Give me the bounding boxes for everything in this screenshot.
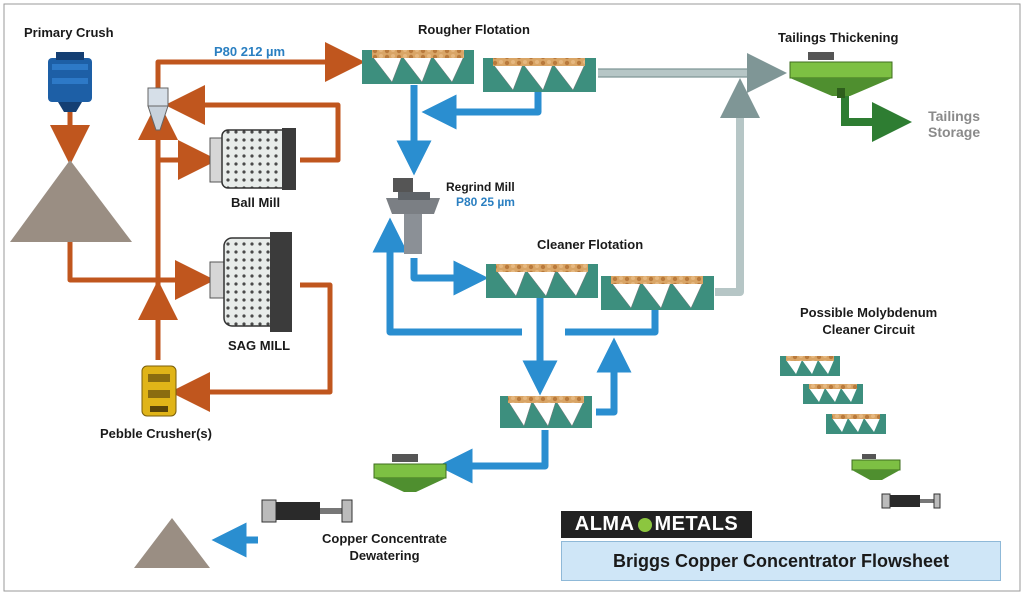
flow-cleaner2-down [565,310,659,336]
cleaner-cell-2 [601,276,714,310]
flowsheet-title: Briggs Copper Concentrator Flowsheet [612,550,950,571]
ball-mill-icon [209,128,296,190]
label-ball-mill: Ball Mill [231,195,281,210]
concentrate-thickener-icon [373,454,447,492]
crush-flow-lines [50,42,365,412]
label-copper-concentrate: Copper Concentrate Dewatering [322,531,447,563]
cyclone-icon [147,87,169,131]
filter-press-icon [261,499,353,523]
flow-ballmill-return [165,85,341,163]
flow-pebble-loop [170,282,333,412]
flow-rougher2-to-rougher [421,92,542,130]
moly-cell-3 [826,414,886,434]
label-sag-mill: SAG MILL [228,338,291,353]
label-possible-moly: Possible Molybdenum Cleaner Circuit [800,305,938,337]
moly-thickener-icon [851,454,901,480]
flow-cyclone-to-rougher [155,42,365,90]
flow-cyclone-to-ballmill [155,130,218,180]
label-regrind-mill: Regrind Mill [446,180,515,194]
label-cleaner-flotation: Cleaner Flotation [537,237,644,252]
tailings-thickener-icon [789,52,893,98]
flow-cleaner-to-thickener [715,78,760,296]
pebble-crusher-icon [141,365,177,417]
moly-cell-2 [803,384,863,404]
diagram-border [3,3,1021,592]
label-pebble-crusher: Pebble Crusher(s) [100,426,212,441]
label-tailings-storage: Tailings Storage [928,108,981,140]
rougher-cell-2 [483,58,596,92]
flow-thickener-to-storage [841,96,912,142]
regrind-mill-icon [386,178,440,254]
logo-text-left: ALMA [574,513,635,535]
label-tailings-thickening: Tailings Thickening [778,30,899,45]
moly-cell-1 [780,356,840,376]
rougher-cell-1 [362,50,474,84]
concentrate-pile-icon [134,518,210,568]
label-primary-crush: Primary Crush [24,25,114,40]
stockpile-icon [10,160,132,242]
logo-text-right: METALS [654,513,739,535]
primary-crusher-icon [48,52,92,112]
label-p80-25: P80 25 µm [456,195,515,209]
alma-metals-logo: ALMA METALS [561,511,752,538]
cleaner-cell-1 [486,264,598,298]
slurry-flow-lines [211,85,659,558]
recleaner-cell [500,396,592,428]
flowsheet-title-box: Briggs Copper Concentrator Flowsheet [561,541,1001,581]
moly-filter-icon [881,493,941,509]
flow-cleaner-loop-back [372,217,522,336]
flow-regrind-to-cleaner [410,258,489,296]
flow-recleaner-up [596,337,632,416]
logo-mark-icon [637,517,652,532]
label-rougher-flotation: Rougher Flotation [418,22,530,37]
label-p80-212: P80 212 µm [214,44,286,59]
flow-recleaner-to-thickener [437,430,549,484]
tailings-flow-lines [598,53,787,296]
sag-mill-icon [209,232,292,332]
